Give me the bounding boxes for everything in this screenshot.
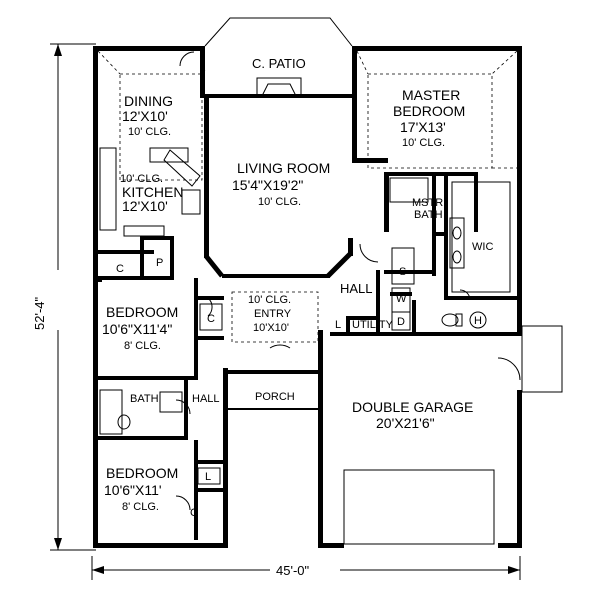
- dining-ceiling: 10' CLG.: [128, 126, 171, 138]
- width-dimension: 45'-0": [276, 563, 310, 578]
- linen-label-1: L: [335, 319, 341, 331]
- ceiling-lines: [97, 50, 518, 343]
- bedroom1-size: 10'6"X11'4": [102, 321, 172, 337]
- depth-dimension: 52'-4": [32, 296, 47, 330]
- master-label-2: BEDROOM: [393, 103, 465, 119]
- patio-outline: [204, 17, 353, 97]
- entry-ceiling: 10' CLG.: [248, 294, 291, 306]
- hall-lower-label: HALL: [192, 393, 220, 405]
- kitchen-size: 12'X10': [122, 198, 168, 214]
- living-ceiling: 10' CLG.: [258, 196, 301, 208]
- entry-size: 10'X10': [253, 322, 289, 334]
- utility-label: UTILITY: [352, 319, 394, 331]
- closet-label-3: C: [190, 507, 198, 519]
- kitchen-ceiling: 10' CLG.: [120, 173, 163, 185]
- dryer-label: D: [397, 316, 405, 328]
- patio-label: C. PATIO: [252, 56, 306, 71]
- living-size: 15'4"X19'2": [232, 177, 303, 193]
- dimension-labels: 45'-0" 52'-4": [32, 270, 340, 578]
- interior-walls: [98, 98, 520, 540]
- pantry-label: P: [156, 257, 163, 269]
- dining-size: 12'X10': [122, 108, 168, 124]
- closet-label-1: C: [116, 263, 124, 275]
- garage-size: 20'X21'6": [376, 415, 435, 431]
- washer-label: W: [396, 293, 407, 305]
- bedroom2-size: 10'6"X11': [104, 482, 162, 498]
- mstr-bath-label-1: MSTR: [412, 197, 443, 209]
- fixtures: [99, 51, 563, 545]
- wic-label: WIC: [472, 241, 493, 253]
- master-ceiling: 10' CLG.: [402, 137, 445, 149]
- mstr-bath-label-2: BATH: [414, 209, 443, 221]
- master-label-1: MASTER: [402, 87, 460, 103]
- bedroom1-label: BEDROOM: [106, 304, 178, 320]
- room-labels: C. PATIO DINING 12'X10' 10' CLG. LIVING …: [102, 56, 493, 519]
- kitchen-label: KITCHEN: [122, 184, 183, 200]
- bedroom1-ceiling: 8' CLG.: [124, 340, 161, 352]
- linen-label-2: L: [205, 471, 211, 483]
- shower-label: S: [399, 266, 406, 278]
- dining-label: DINING: [124, 93, 173, 109]
- living-label: LIVING ROOM: [237, 160, 330, 176]
- hall-upper-label: HALL: [340, 281, 373, 296]
- entry-label: ENTRY: [254, 308, 292, 320]
- water-heater-label: H: [474, 315, 482, 327]
- master-size: 17'X13': [400, 119, 446, 135]
- porch-label: PORCH: [255, 391, 295, 403]
- bedroom2-label: BEDROOM: [106, 465, 178, 481]
- bath-label: BATH: [130, 393, 159, 405]
- closet-label-2: C: [207, 313, 215, 325]
- garage-label: DOUBLE GARAGE: [352, 399, 473, 415]
- bedroom2-ceiling: 8' CLG.: [122, 501, 159, 513]
